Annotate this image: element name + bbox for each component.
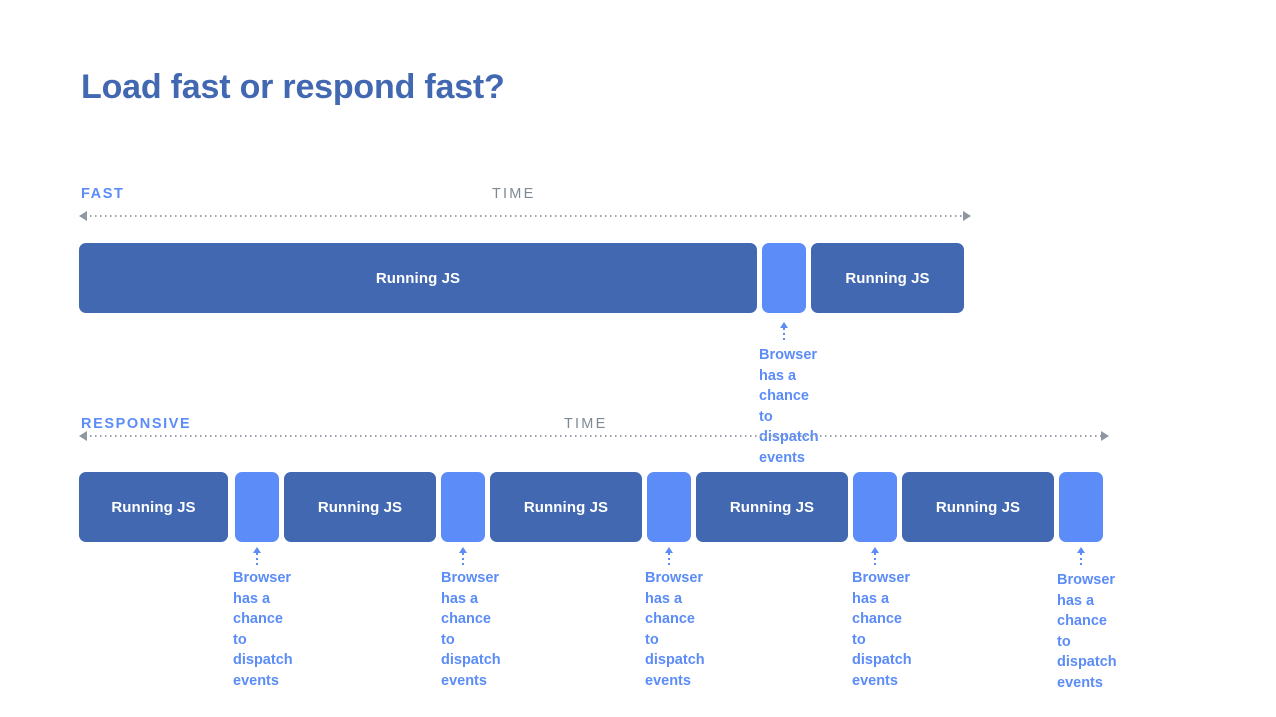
axis-dotted-line (85, 215, 965, 217)
time-axis-label-responsive: TIME (564, 416, 608, 432)
running-js-block[interactable]: Running JS (902, 472, 1054, 542)
callout-text: Browser has a chance to dispatch events (759, 347, 819, 466)
callout-stem (462, 553, 464, 565)
idle-gap-block[interactable] (853, 472, 897, 542)
callout-stem (783, 328, 785, 342)
callout-arrow-icon (1077, 547, 1085, 553)
idle-gap-block[interactable] (441, 472, 485, 542)
running-js-block[interactable]: Running JS (79, 243, 757, 313)
axis-arrow-left-icon (79, 211, 87, 221)
callout-stem (1080, 553, 1082, 567)
time-axis-responsive (79, 431, 1109, 441)
axis-arrow-right-icon (1101, 431, 1109, 441)
time-axis-label-fast: TIME (492, 186, 536, 202)
running-js-block[interactable]: Running JS (696, 472, 848, 542)
axis-arrow-left-icon (79, 431, 87, 441)
running-js-block[interactable]: Running JS (811, 243, 964, 313)
callout-text: Browser has a chance to dispatch events (852, 570, 912, 689)
callout-text: Browser has a chance to dispatch events (645, 570, 705, 689)
callout-arrow-icon (459, 547, 467, 553)
callout-text: Browser has a chance to dispatch events (441, 570, 501, 689)
axis-arrow-right-icon (963, 211, 971, 221)
idle-gap-block[interactable] (647, 472, 691, 542)
callout-arrow-icon (665, 547, 673, 553)
time-axis-fast (79, 211, 971, 221)
callout-text: Browser has a chance to dispatch events (1057, 572, 1117, 691)
callout-stem (874, 553, 876, 565)
idle-gap-block[interactable] (1059, 472, 1103, 542)
idle-gap-block[interactable] (762, 243, 806, 313)
running-js-block[interactable]: Running JS (284, 472, 436, 542)
running-js-block[interactable]: Running JS (490, 472, 642, 542)
callout-arrow-icon (871, 547, 879, 553)
callout-arrow-icon (253, 547, 261, 553)
axis-dotted-line (85, 435, 1103, 437)
callout-arrow-icon (780, 322, 788, 328)
section-label-fast: FAST (81, 186, 125, 202)
callout-text: Browser has a chance to dispatch events (233, 570, 293, 689)
callout-stem (256, 553, 258, 565)
running-js-block[interactable]: Running JS (79, 472, 228, 542)
section-label-responsive: RESPONSIVE (81, 416, 192, 432)
idle-gap-block[interactable] (235, 472, 279, 542)
page-title: Load fast or respond fast? (81, 68, 505, 106)
callout-stem (668, 553, 670, 565)
